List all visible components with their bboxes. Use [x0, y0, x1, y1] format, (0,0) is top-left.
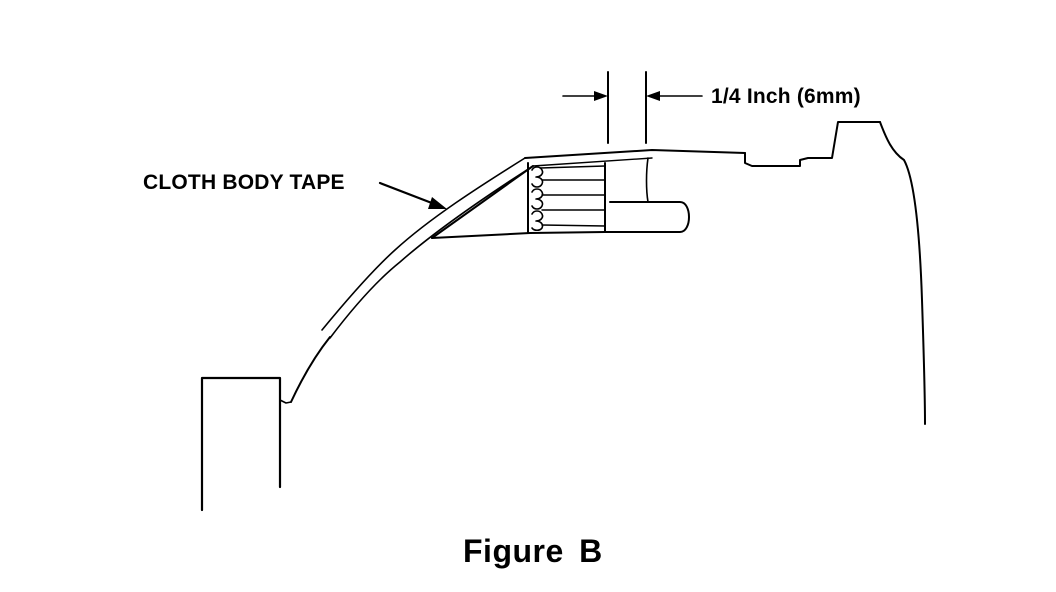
dimension-marker	[562, 71, 703, 144]
left-body-panel	[200, 376, 292, 512]
inner-panel	[431, 201, 690, 239]
body-skin-curve	[290, 157, 534, 403]
weatherstrip	[527, 157, 649, 234]
figure-caption: Figure B	[463, 533, 603, 569]
dimension-arrow-icon	[562, 91, 703, 101]
door-frame-right	[744, 121, 926, 425]
tape-label: CLOTH BODY TAPE	[143, 171, 345, 194]
cloth-body-tape	[431, 149, 746, 239]
leader-arrow-icon	[378, 181, 447, 209]
dimension-label: 1/4 Inch (6mm)	[711, 85, 861, 108]
